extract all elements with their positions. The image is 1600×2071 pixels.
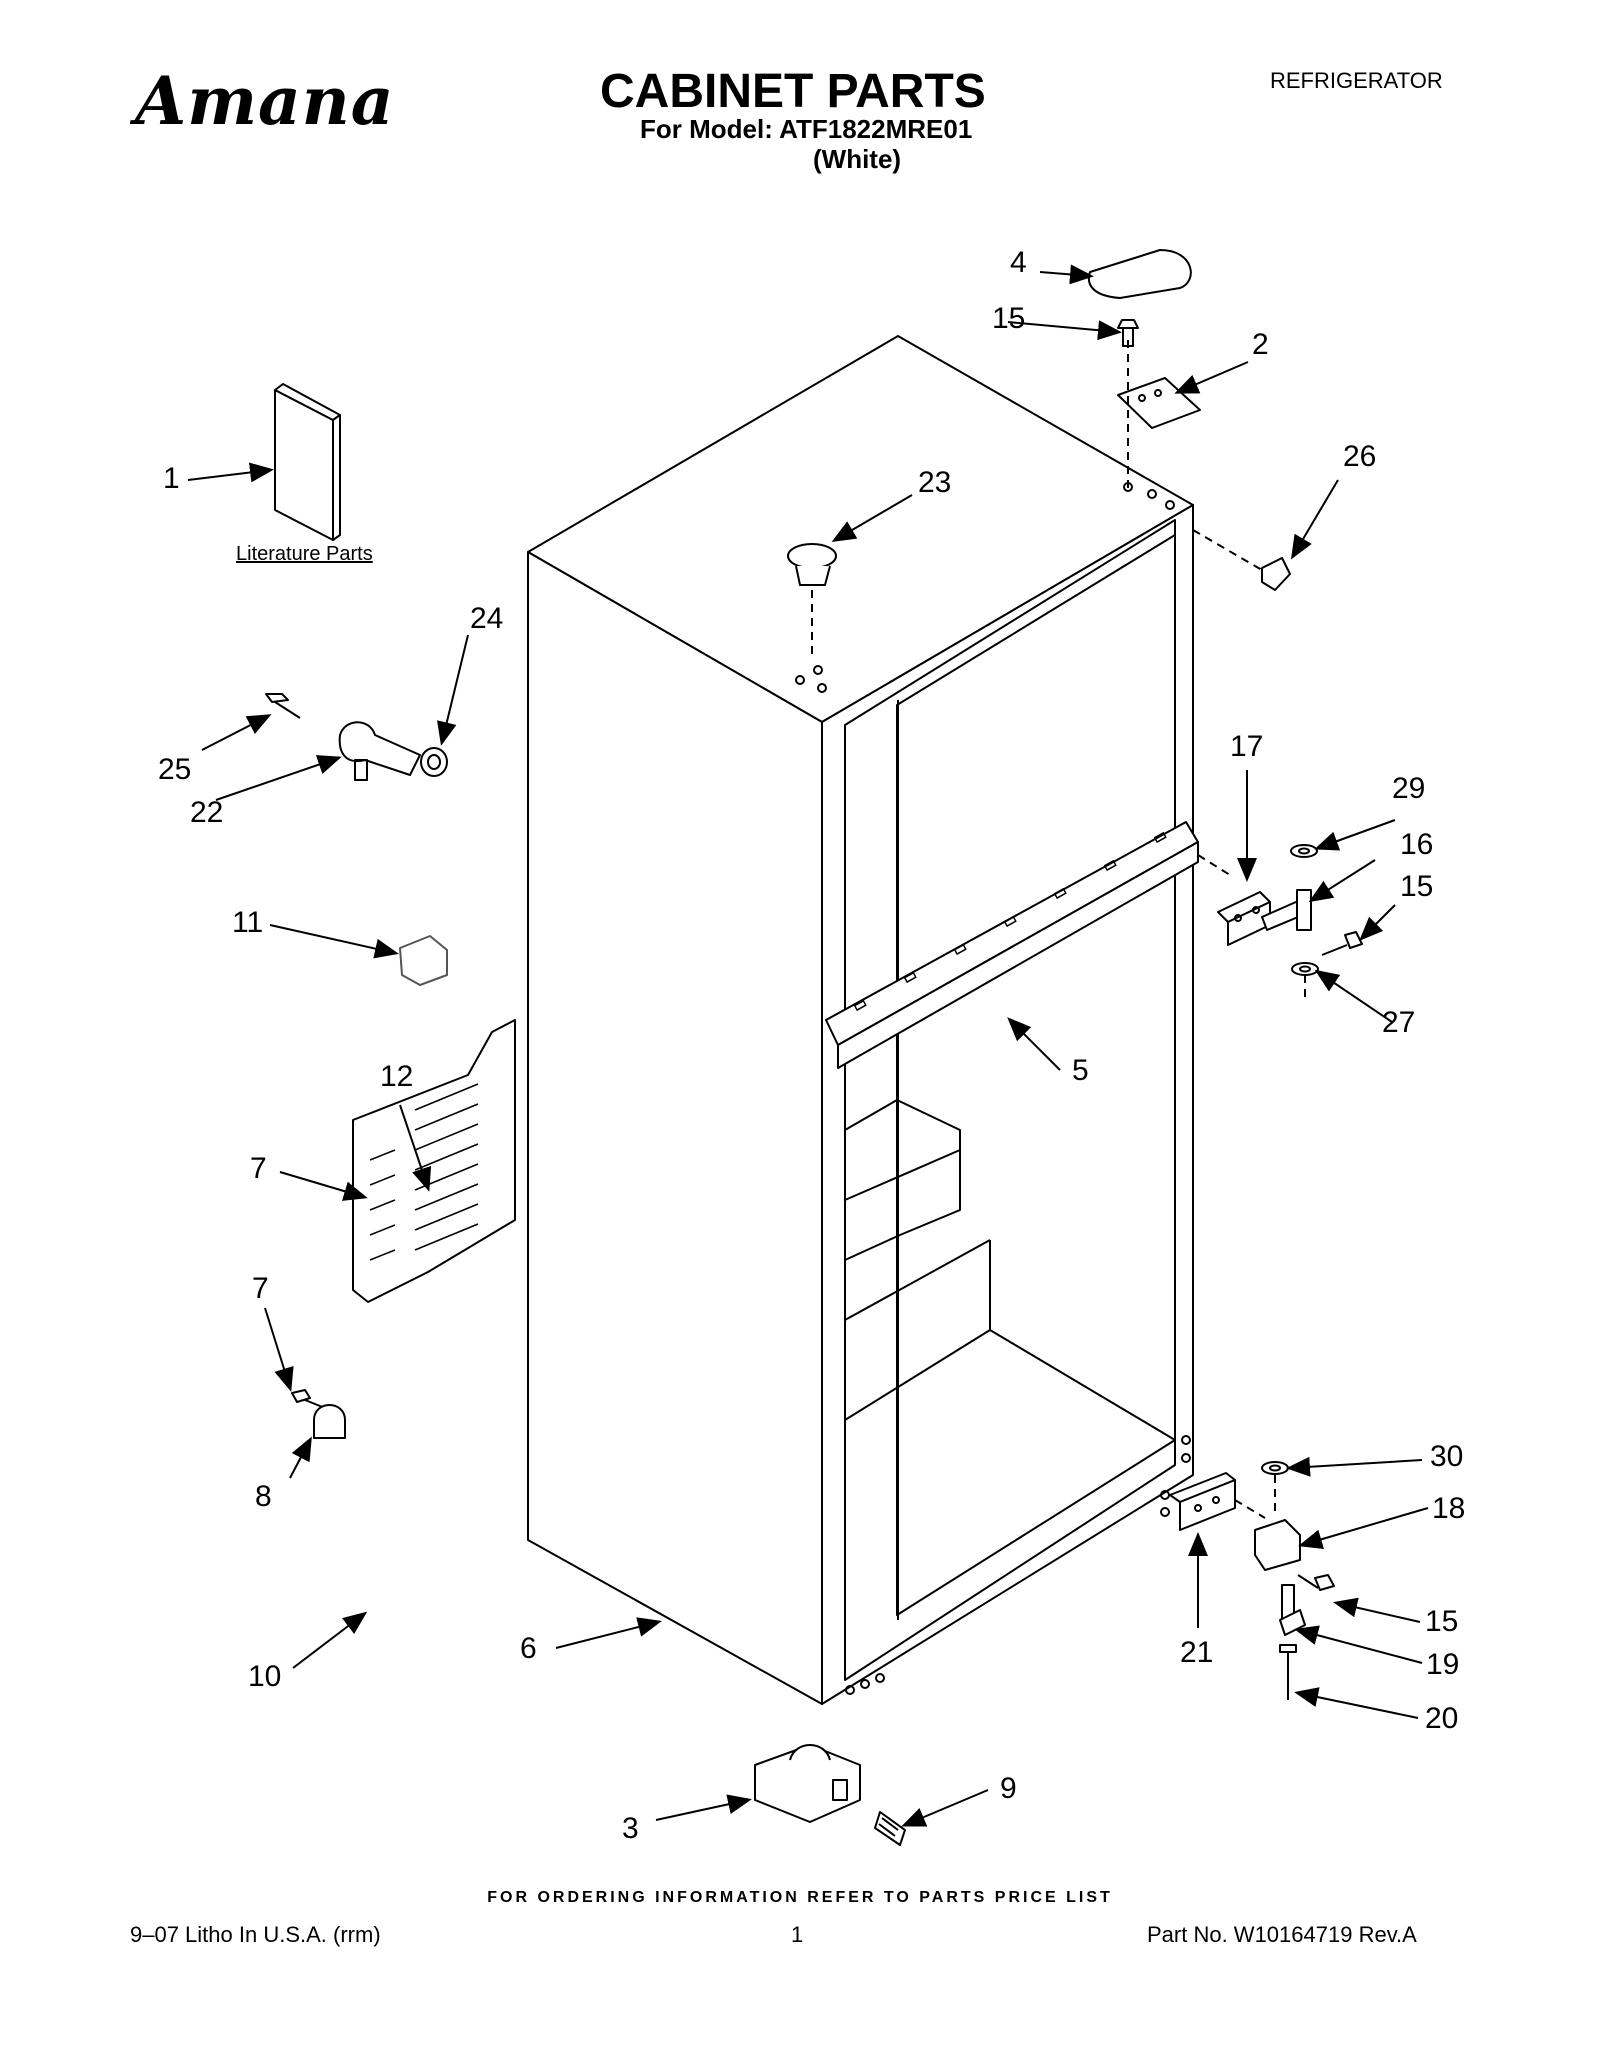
lower-hinge-parts-18-19-20-21-30 [1169, 1461, 1335, 1700]
ordering-note: FOR ORDERING INFORMATION REFER TO PARTS … [487, 1889, 1113, 1906]
clip-part-26 [1261, 557, 1291, 591]
appliance-category: REFRIGERATOR [1270, 68, 1443, 93]
callout-9: 9 [1000, 1772, 1017, 1805]
callout-2: 2 [1252, 328, 1269, 361]
literature-booklet-part-1 [274, 383, 341, 541]
callout-20: 20 [1425, 1702, 1459, 1735]
callout-15b: 15 [1400, 870, 1434, 903]
leveling-screw-part-9 [874, 1811, 906, 1846]
callout-12: 12 [380, 1060, 414, 1093]
upper-hinge-part-2 [1117, 340, 1201, 490]
clip-part-11 [399, 935, 448, 986]
leveler-bracket-part-3 [754, 1744, 861, 1823]
callout-11: 11 [232, 906, 264, 939]
callout-15c: 15 [1425, 1605, 1459, 1638]
callout-25: 25 [158, 753, 192, 786]
callout-30: 30 [1430, 1440, 1464, 1473]
callout-29: 29 [1392, 772, 1426, 805]
plug-part-23 [787, 543, 837, 660]
callout-3: 3 [622, 1812, 639, 1845]
callout-17: 17 [1230, 730, 1264, 763]
cabinet-shell [527, 335, 1194, 1705]
clamp-part-8 [291, 1389, 346, 1439]
callout-24: 24 [470, 602, 504, 635]
page-number: 1 [791, 1922, 804, 1947]
callout-7b: 7 [252, 1272, 269, 1305]
callout-7a: 7 [250, 1152, 267, 1185]
callout-21: 21 [1180, 1636, 1214, 1669]
hinge-cover-part-4 [1087, 249, 1192, 299]
bracket-assembly-parts-22-24-25 [265, 693, 448, 781]
callout-18: 18 [1432, 1492, 1466, 1525]
callout-5: 5 [1072, 1054, 1089, 1087]
center-hinge-parts-16-17-27-29 [1197, 844, 1363, 1000]
callout-27: 27 [1382, 1006, 1416, 1039]
callout-15a: 15 [992, 302, 1026, 335]
callout-1: 1 [163, 462, 180, 495]
callout-4: 4 [1010, 246, 1027, 279]
callout-23: 23 [918, 466, 952, 499]
callout-8: 8 [255, 1480, 272, 1513]
part-number: Part No. W10164719 Rev.A [1147, 1922, 1417, 1947]
color-variant: (White) [813, 144, 902, 174]
callout-6: 6 [520, 1632, 537, 1665]
callout-16: 16 [1400, 828, 1434, 861]
divider-rail-part-5 [825, 821, 1199, 1069]
callout-10: 10 [248, 1660, 282, 1693]
literature-parts-label: Literature Parts [236, 543, 373, 565]
model-line: For Model: ATF1822MRE01 [640, 114, 973, 144]
litho-note: 9–07 Litho In U.S.A. (rrm) [130, 1922, 381, 1947]
rear-panel-part-10 [352, 1019, 516, 1303]
callout-22: 22 [190, 796, 224, 829]
brand-logo: Amana [135, 62, 395, 140]
page-title: CABINET PARTS [600, 65, 986, 118]
callout-26: 26 [1343, 440, 1377, 473]
callout-19: 19 [1426, 1648, 1460, 1681]
